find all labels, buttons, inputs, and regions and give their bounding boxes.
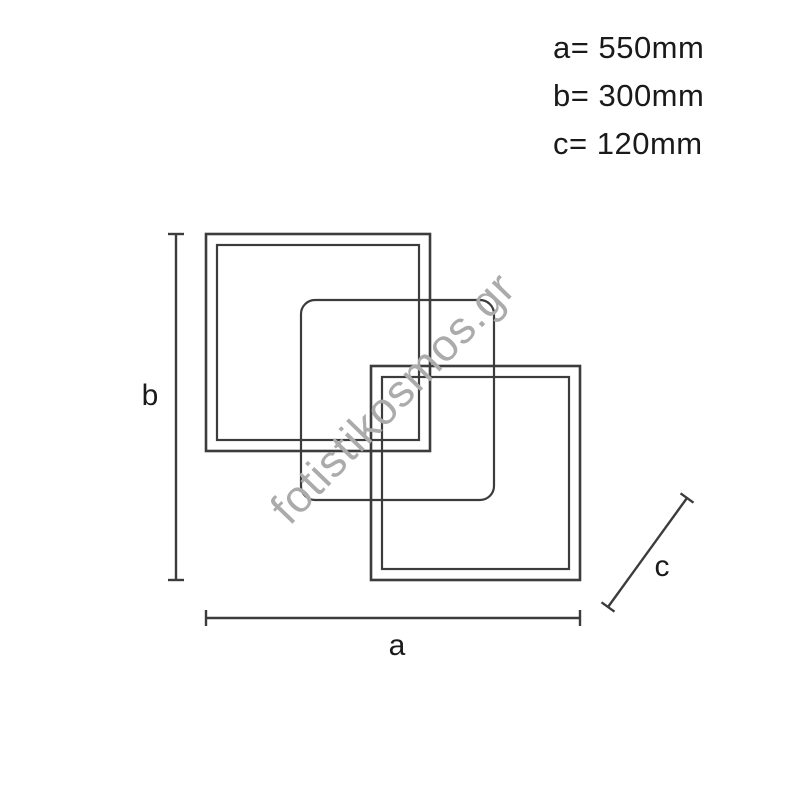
dim-line-c (600, 492, 695, 613)
square-frame-top-left (204, 232, 432, 453)
dim-label-b: b (141, 379, 159, 412)
dim-label-a: a (388, 629, 406, 662)
square-frame-bottom-right-inner (380, 375, 571, 571)
dimension-value-c: c= 120mm (553, 126, 703, 161)
dimension-value-b: b= 300mm (553, 78, 705, 113)
dim-line-c-line (607, 497, 688, 608)
square-frame-top-left-inner (215, 243, 421, 442)
square-frame-bottom-right (369, 364, 582, 582)
dim-line-a (204, 610, 582, 626)
dim-line-b (168, 232, 184, 582)
dim-line-c-tick-top (679, 492, 695, 504)
dim-line-c-tick-bottom (600, 601, 616, 613)
dimension-values: a= 550mm b= 300mm c= 120mm (553, 24, 704, 168)
square-frame-bottom-right-outer (369, 364, 582, 582)
rounded-square-middle (299, 298, 496, 502)
dim-label-c: c (654, 550, 670, 583)
dimension-value-a: a= 550mm (553, 30, 705, 65)
square-frame-top-left-outer (204, 232, 432, 453)
